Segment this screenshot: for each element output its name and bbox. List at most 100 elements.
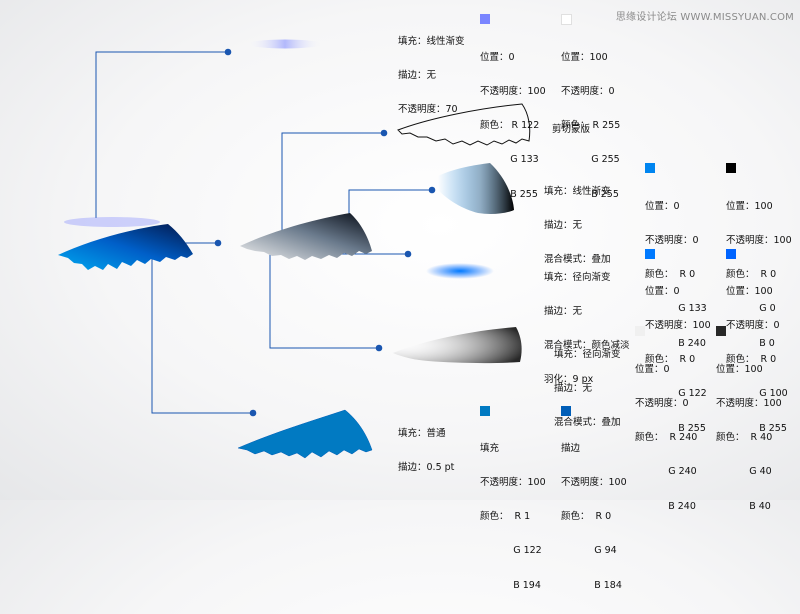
g5-b-g: G 94 bbox=[561, 545, 617, 557]
g5-fill-values: 填充 不透明度：100 颜色： R 1 G 122 B 194 bbox=[480, 420, 546, 614]
g3-props: 填充：径向渐变 描边：无 混合模式：颜色减淡 羽化：9 px bbox=[544, 249, 630, 409]
g4-a-g: G 240 bbox=[635, 466, 697, 478]
g4-stop-a: 位置：0 不透明度：0 颜色： R 240 G 240 B 240 bbox=[635, 341, 697, 535]
g5-stop-b-swatch bbox=[561, 406, 571, 416]
g4-b-g: G 40 bbox=[716, 466, 772, 478]
g4-a-opacity: 不透明度：0 bbox=[635, 398, 689, 410]
clip-mask-label: 剪切蒙版 bbox=[552, 124, 591, 135]
g1-b-opacity: 不透明度：0 bbox=[561, 86, 615, 98]
g1-props: 填充：线性渐变 描边：无 不透明度：70 bbox=[398, 13, 465, 138]
g5-b-b: B 184 bbox=[561, 579, 622, 591]
wing-composite-shape bbox=[58, 224, 193, 270]
g4-a-r: 颜色： R 240 bbox=[635, 432, 698, 444]
g2-b-g: G 0 bbox=[726, 303, 776, 315]
dot-middle bbox=[214, 239, 222, 247]
g5-stop-a-swatch bbox=[480, 406, 490, 416]
g1-stop-a-swatch bbox=[480, 14, 490, 24]
g4-blend: 混合模式：叠加 bbox=[554, 417, 621, 429]
g2-stop-a-swatch bbox=[645, 163, 655, 173]
g4-props: 填充：径向渐变 描边：无 混合模式：叠加 bbox=[554, 326, 621, 451]
connector-to-grey bbox=[269, 247, 379, 349]
wing-composite bbox=[58, 217, 193, 270]
g2-a-g: G 133 bbox=[645, 303, 707, 315]
radial-glow-shape bbox=[426, 263, 494, 279]
g1-a-pos: 位置：0 bbox=[480, 51, 515, 63]
g4-stop-b-swatch bbox=[716, 326, 726, 336]
diagram-svg bbox=[58, 39, 531, 459]
haze-layer-shape bbox=[247, 39, 323, 49]
g4-b-opacity: 不透明度：100 bbox=[716, 398, 782, 410]
diagram-canvas: 思缘设计论坛 WWW.MISSYUAN.COM 剪切蒙版 填充：线性渐变 描边：… bbox=[58, 12, 794, 591]
g1-b-r: 颜色： R 255 bbox=[561, 120, 621, 132]
flat-wing-shape bbox=[237, 409, 373, 459]
g1-stop-b-swatch bbox=[561, 14, 572, 25]
g1-a-b: B 255 bbox=[480, 188, 538, 200]
wing-middle-shape bbox=[240, 213, 372, 260]
g4-b-r: 颜色： R 40 bbox=[716, 432, 773, 444]
connector-dots bbox=[214, 48, 436, 417]
g3-b-g: G 100 bbox=[726, 388, 788, 400]
g3-b-pos: 位置：100 bbox=[726, 285, 773, 297]
g4-fill: 填充：径向渐变 bbox=[554, 348, 621, 360]
g5-fill: 填充：普通 bbox=[398, 427, 446, 439]
g2-b-pos: 位置：100 bbox=[726, 200, 773, 212]
connector-to-haze bbox=[95, 51, 228, 218]
g3-a-r: 颜色： R 0 bbox=[645, 354, 696, 366]
g1-fill: 填充：线性渐变 bbox=[398, 35, 465, 47]
g3-a-b: B 255 bbox=[645, 422, 706, 434]
dot-radial bbox=[404, 250, 412, 258]
g2-a-b: B 240 bbox=[645, 337, 706, 349]
g2-stop-b: 位置：100 不透明度：100 颜色： R 0 G 0 B 0 bbox=[726, 178, 792, 372]
g4-a-b: B 240 bbox=[635, 500, 696, 512]
g3-stop-a: 位置：0 不透明度：100 颜色： R 0 G 122 B 255 bbox=[645, 263, 711, 457]
g5-a-opacity: 不透明度：100 bbox=[480, 477, 546, 489]
g5-b-r: 颜色： R 0 bbox=[561, 511, 612, 523]
dot-overlay bbox=[428, 186, 436, 194]
clip-mask-outline bbox=[397, 103, 531, 146]
grey-radial-wing-shape bbox=[393, 327, 522, 364]
g5-stroke: 描边：0.5 pt bbox=[398, 462, 455, 474]
g4-b-b: B 40 bbox=[716, 500, 771, 512]
g2-stop-b-swatch bbox=[726, 163, 736, 173]
g1-opacity: 不透明度：70 bbox=[398, 104, 458, 116]
g3-fill: 填充：径向渐变 bbox=[544, 271, 611, 283]
g3-a-g: G 122 bbox=[645, 388, 707, 400]
g3-feather: 羽化：9 px bbox=[544, 374, 594, 386]
dot-haze bbox=[224, 48, 232, 56]
g3-b-opacity: 不透明度：0 bbox=[726, 320, 780, 332]
g2-blend: 混合模式：叠加 bbox=[544, 254, 611, 266]
connector-to-clip bbox=[281, 132, 384, 237]
watermark-text: 思缘设计论坛 WWW.MISSYUAN.COM bbox=[615, 12, 794, 23]
g3-blend: 混合模式：颜色减淡 bbox=[544, 340, 630, 352]
g2-a-pos: 位置：0 bbox=[645, 200, 680, 212]
g4-stop-b: 位置：100 不透明度：100 颜色： R 40 G 40 B 40 bbox=[716, 341, 782, 535]
g1-b-b: B 255 bbox=[561, 188, 619, 200]
g3-stop-a-swatch bbox=[645, 249, 655, 259]
g2-stop-a: 位置：0 不透明度：0 颜色： R 0 G 133 B 240 bbox=[645, 178, 707, 372]
overlay-gradient-shape bbox=[438, 163, 514, 214]
g1-a-g: G 133 bbox=[480, 154, 539, 166]
g3-stroke: 描边：无 bbox=[544, 306, 583, 318]
g4-stroke: 描边：无 bbox=[554, 383, 593, 395]
g1-stop-a: 位置：0 不透明度：100 颜色： R 122 G 133 B 255 bbox=[480, 29, 546, 223]
g3-a-opacity: 不透明度：100 bbox=[645, 320, 711, 332]
g3-stop-b: 位置：100 不透明度：0 颜色： R 0 G 100 B 255 bbox=[726, 263, 788, 457]
g5-props: 填充：普通 描边：0.5 pt bbox=[398, 405, 454, 496]
g2-b-r: 颜色： R 0 bbox=[726, 269, 777, 281]
g4-b-pos: 位置：100 bbox=[716, 363, 763, 375]
dot-clip bbox=[380, 129, 388, 137]
g2-b-b: B 0 bbox=[726, 337, 775, 349]
dot-flat bbox=[249, 409, 257, 417]
g4-a-pos: 位置：0 bbox=[635, 363, 670, 375]
g2-fill: 填充：线性渐变 bbox=[544, 185, 611, 197]
g3-stop-b-swatch bbox=[726, 249, 736, 259]
g5-b-opacity: 不透明度：100 bbox=[561, 477, 627, 489]
g5-stroke-values: 描边 不透明度：100 颜色： R 0 G 94 B 184 bbox=[561, 420, 627, 614]
g2-b-opacity: 不透明度：100 bbox=[726, 235, 792, 247]
g5-a-b: B 194 bbox=[480, 579, 541, 591]
g2-stroke: 描边：无 bbox=[544, 220, 583, 232]
g5-a-g: G 122 bbox=[480, 545, 542, 557]
g3-a-pos: 位置：0 bbox=[645, 285, 680, 297]
g1-stroke: 描边：无 bbox=[398, 70, 437, 82]
g2-props: 填充：线性渐变 描边：无 混合模式：叠加 bbox=[544, 163, 611, 288]
